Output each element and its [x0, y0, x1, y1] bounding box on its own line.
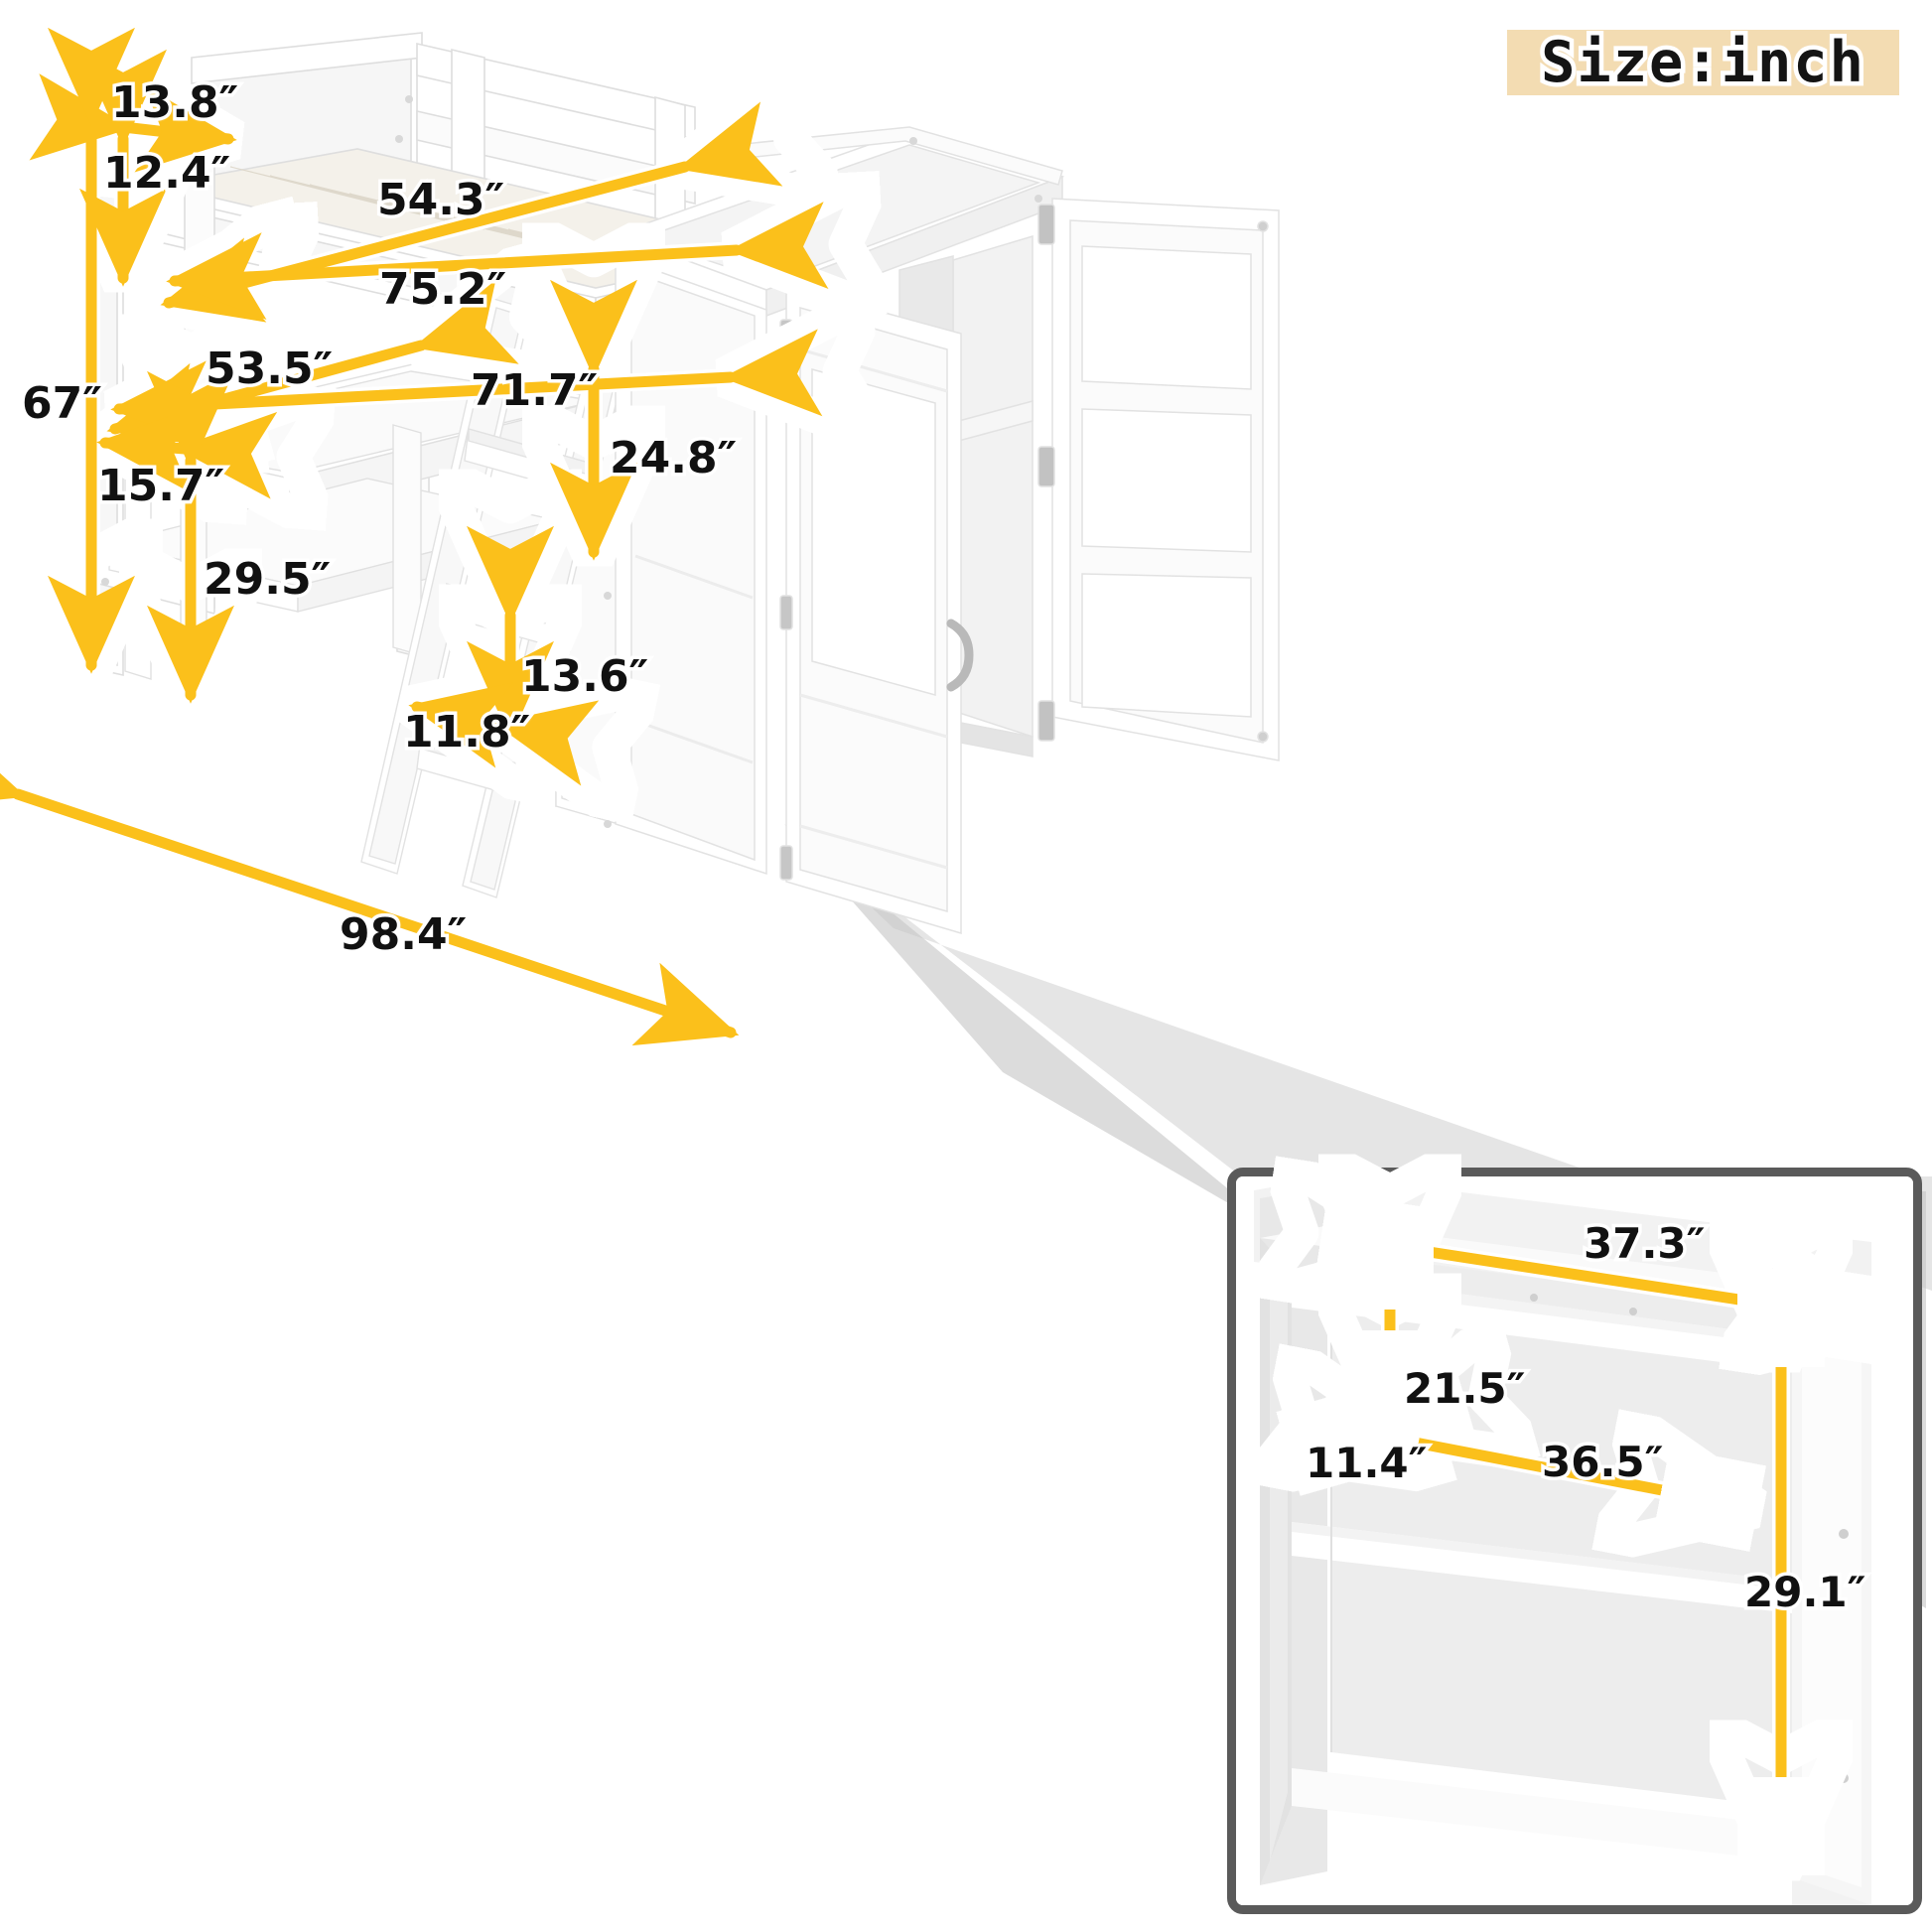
dimension-label-cabinet-inner-height: 29.1″ — [1740, 1568, 1868, 1616]
arrow-75-2 — [166, 202, 829, 321]
dimension-label-shelf-top-width: 37.3″ — [1580, 1219, 1708, 1268]
dimension-label-guardrail-top-width: 13.8″ — [107, 77, 241, 128]
dimension-label-total-height: 67″ — [19, 378, 106, 429]
arrow-36-5 — [1410, 1442, 1749, 1507]
door-handle-icon — [946, 619, 974, 692]
dimension-label-desk-length: 53.5″ — [202, 344, 336, 394]
dimension-label-shelf-inner-width: 36.5″ — [1538, 1438, 1666, 1486]
dimension-label-desk-to-bed-clearance: 24.8″ — [606, 433, 740, 483]
dimension-label-desk-height: 29.5″ — [200, 554, 334, 605]
dimension-label-ladder-step-rise: 13.6″ — [517, 651, 651, 702]
dimension-label-desk-depth: 15.7″ — [93, 461, 227, 511]
dimension-label-ladder-step-width: 11.8″ — [399, 707, 533, 758]
dimension-label-shelf-depth: 11.4″ — [1302, 1439, 1430, 1487]
dimension-label-under-bed-clearance-length: 71.7″ — [467, 365, 601, 416]
dimension-label-overall-width: 98.4″ — [336, 909, 470, 960]
arrow-98-4 — [0, 724, 740, 1046]
dimension-label-bed-overall-length: 75.2″ — [375, 264, 509, 315]
dimension-label-mattress-width: 54.3″ — [373, 175, 507, 225]
arrow-11-8 — [408, 682, 600, 786]
size-unit-badge-label: Size:inch — [1537, 26, 1868, 100]
dimension-label-guardrail-height: 12.4″ — [99, 148, 233, 199]
size-unit-badge: Size:inch — [1507, 26, 1899, 100]
dimension-label-shelf-compartment-height: 21.5″ — [1400, 1364, 1528, 1413]
